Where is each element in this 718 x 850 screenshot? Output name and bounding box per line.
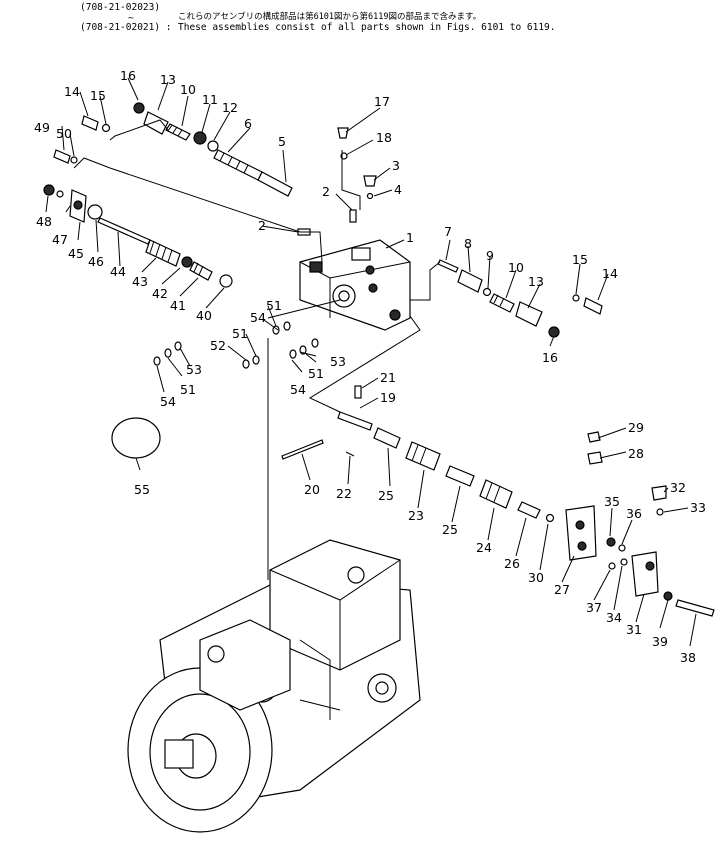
callout-51: 51 bbox=[232, 326, 248, 341]
callout-52: 52 bbox=[210, 338, 226, 353]
upper-left-spool-parts bbox=[53, 102, 293, 197]
callout-50: 50 bbox=[56, 126, 72, 141]
callout-45: 45 bbox=[68, 246, 84, 261]
callout-31: 31 bbox=[626, 622, 642, 637]
callout-25: 25 bbox=[378, 488, 394, 503]
callout-32: 32 bbox=[670, 480, 686, 495]
callout-19: 19 bbox=[380, 390, 396, 405]
callout-4: 4 bbox=[394, 182, 402, 197]
lower-spool-parts bbox=[281, 385, 715, 617]
top-plug-parts bbox=[297, 127, 377, 236]
callout-14: 14 bbox=[602, 266, 618, 281]
callout-54: 54 bbox=[290, 382, 306, 397]
callout-30: 30 bbox=[528, 570, 544, 585]
callout-27: 27 bbox=[554, 582, 570, 597]
callout-37: 37 bbox=[586, 600, 602, 615]
callout-35: 35 bbox=[604, 494, 620, 509]
callout-labels: 1 2 2 3 4 5 6 7 8 9 10 10 11 12 13 13 14… bbox=[34, 68, 706, 665]
callout-53: 53 bbox=[186, 362, 202, 377]
callout-26: 26 bbox=[504, 556, 520, 571]
callout-2: 2 bbox=[322, 184, 330, 199]
callout-5: 5 bbox=[278, 134, 286, 149]
callout-34: 34 bbox=[606, 610, 622, 625]
callout-24: 24 bbox=[476, 540, 492, 555]
callout-54: 54 bbox=[160, 394, 176, 409]
callout-40: 40 bbox=[196, 308, 212, 323]
callout-55: 55 bbox=[134, 482, 150, 497]
right-spool-parts bbox=[437, 259, 603, 338]
callout-44: 44 bbox=[110, 264, 126, 279]
callout-9: 9 bbox=[486, 248, 494, 263]
callout-49: 49 bbox=[34, 120, 50, 135]
callout-33: 33 bbox=[690, 500, 706, 515]
assembly-note-english: These assemblies consist of all parts sh… bbox=[178, 22, 556, 33]
callout-21: 21 bbox=[380, 370, 396, 385]
callout-29: 29 bbox=[628, 420, 644, 435]
callout-46: 46 bbox=[88, 254, 104, 269]
assembly-part-number-2: (708-21-02021) : bbox=[80, 22, 172, 33]
callout-25: 25 bbox=[442, 522, 458, 537]
callout-36: 36 bbox=[626, 506, 642, 521]
callout-48: 48 bbox=[36, 214, 52, 229]
callout-22: 22 bbox=[336, 486, 352, 501]
callout-13: 13 bbox=[160, 72, 176, 87]
callout-47: 47 bbox=[52, 232, 68, 247]
callout-39: 39 bbox=[652, 634, 668, 649]
callout-3: 3 bbox=[392, 158, 400, 173]
left-spring-assembly-parts bbox=[43, 184, 233, 288]
callout-20: 20 bbox=[304, 482, 320, 497]
callout-16: 16 bbox=[542, 350, 558, 365]
callout-18: 18 bbox=[376, 130, 392, 145]
callout-51: 51 bbox=[266, 298, 282, 313]
diagram-header: (708-21-02023) ~ (708-21-02021) : これらのアセ… bbox=[0, 0, 718, 34]
callout-7: 7 bbox=[444, 224, 452, 239]
callout-41: 41 bbox=[170, 298, 186, 313]
callout-6: 6 bbox=[244, 116, 252, 131]
callout-1: 1 bbox=[406, 230, 414, 245]
callout-17: 17 bbox=[374, 94, 390, 109]
callout-2: 2 bbox=[258, 218, 266, 233]
callout-15: 15 bbox=[572, 252, 588, 267]
callout-51: 51 bbox=[308, 366, 324, 381]
callout-43: 43 bbox=[132, 274, 148, 289]
callout-11: 11 bbox=[202, 92, 218, 107]
callout-23: 23 bbox=[408, 508, 424, 523]
callout-13: 13 bbox=[528, 274, 544, 289]
assembly-note-japanese: これらのアセンブリの構成部品は第6101図から第6119図の部品まで含みます。 bbox=[178, 12, 482, 22]
callout-10: 10 bbox=[508, 260, 524, 275]
callout-28: 28 bbox=[628, 446, 644, 461]
callout-8: 8 bbox=[464, 236, 472, 251]
callout-53: 53 bbox=[330, 354, 346, 369]
o-ring-parts bbox=[111, 299, 341, 459]
callout-12: 12 bbox=[222, 100, 238, 115]
hydraulic-pump-assembly bbox=[127, 539, 421, 833]
callout-42: 42 bbox=[152, 286, 168, 301]
callout-51: 51 bbox=[180, 382, 196, 397]
callout-14: 14 bbox=[64, 84, 80, 99]
leader-lines bbox=[45, 77, 697, 647]
callout-15: 15 bbox=[90, 88, 106, 103]
valve-body-part bbox=[299, 239, 411, 331]
callout-54: 54 bbox=[250, 310, 266, 325]
callout-10: 10 bbox=[180, 82, 196, 97]
callout-16: 16 bbox=[120, 68, 136, 83]
callout-38: 38 bbox=[680, 650, 696, 665]
assembly-part-number-1: (708-21-02023) bbox=[80, 2, 161, 13]
part-range-tilde: ~ bbox=[128, 13, 134, 24]
